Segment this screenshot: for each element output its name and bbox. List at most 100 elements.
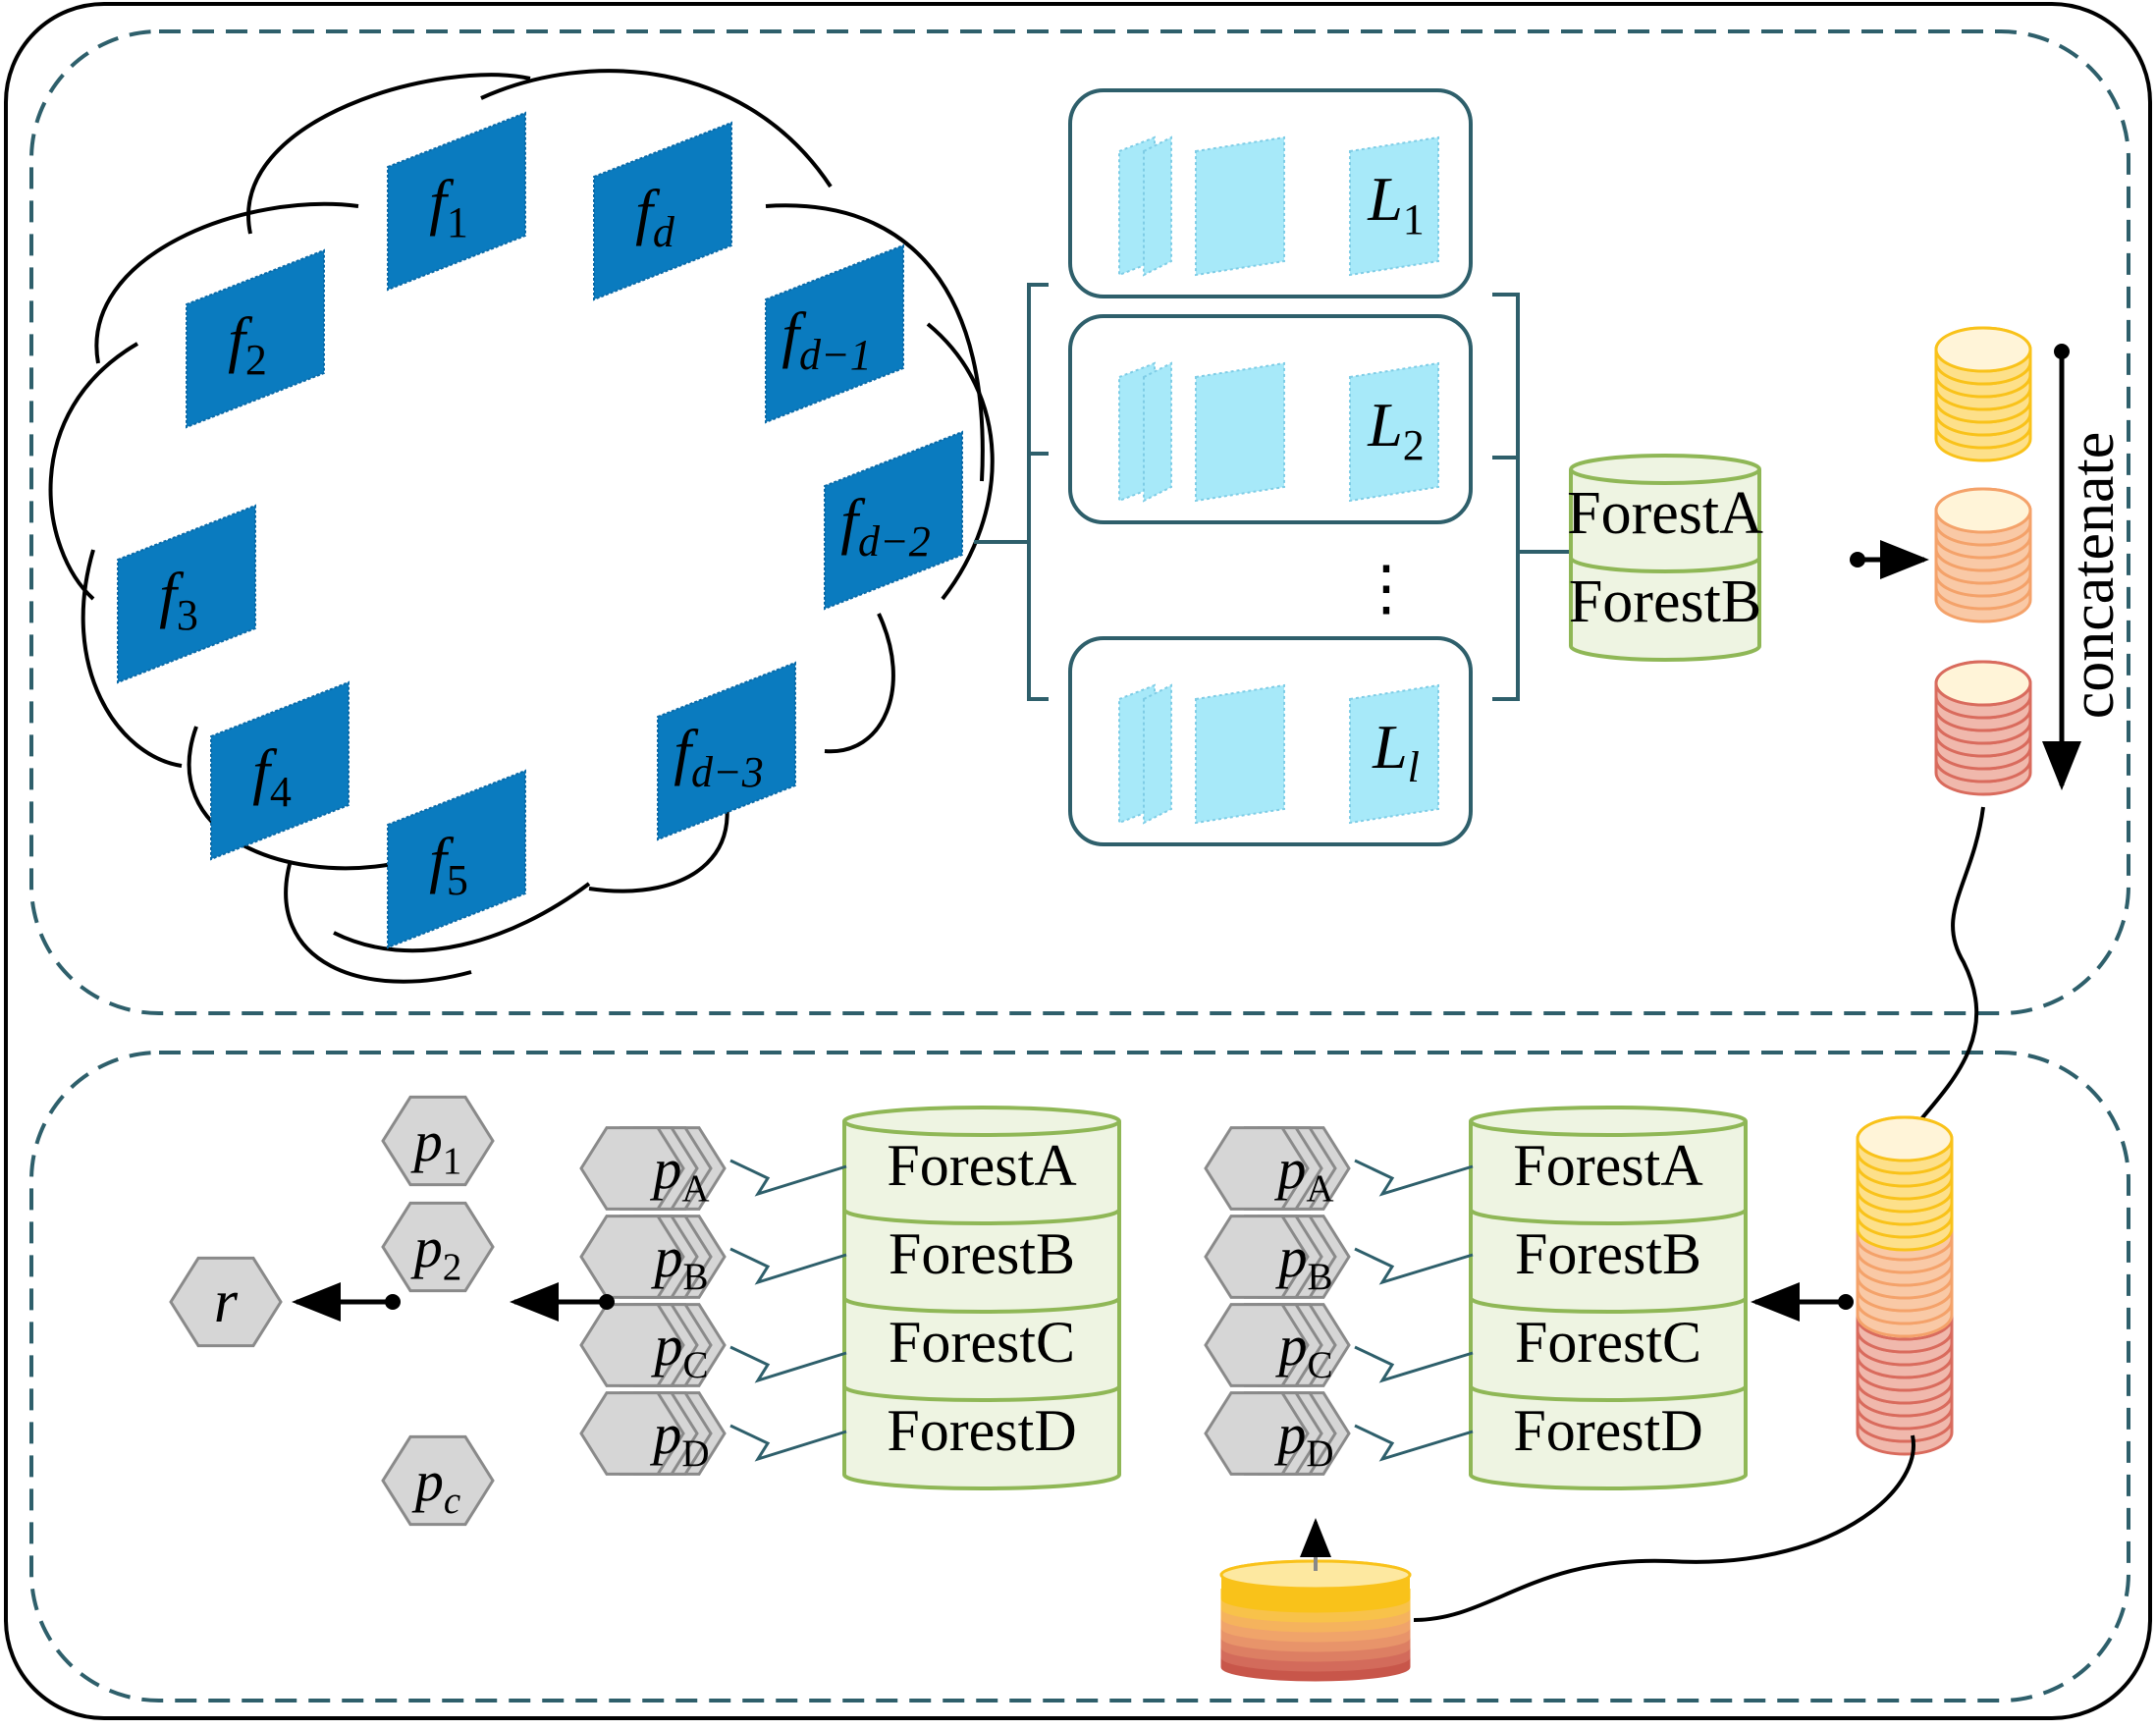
top-forest: ForestA ForestB [1567,454,1763,662]
red-stack [1934,660,2032,796]
output-label: r [214,1269,239,1335]
layer-label: L2 [1367,390,1425,469]
final-prob: p2 [381,1201,495,1293]
prob-hex [579,1391,685,1476]
prob-connector [1354,1247,1474,1285]
layer-slice [1143,683,1172,825]
prob-label: pA [649,1137,709,1210]
forest-label: ForestB [889,1221,1075,1286]
disc-wire [1413,1434,1915,1622]
forest-label: ForestB [1569,568,1761,635]
feature-tile [387,769,526,949]
final-prob-hex [381,1201,495,1293]
prob-hex [1204,1215,1310,1299]
prob-connector [729,1345,847,1383]
prob-hex [1204,1126,1310,1211]
forest-label: ForestC [1515,1310,1701,1375]
feature-tile [824,430,963,611]
prob-connector [1354,1345,1474,1383]
prob-label: pA [1273,1137,1333,1210]
combined-to-forest-arrow [1751,1282,1854,1322]
outer-frame [4,2,2152,1720]
forest-label: ForestA [1567,480,1763,547]
layer-slice [1143,361,1172,503]
stack-wire [1903,806,1985,1141]
feature-tile [117,504,256,684]
prob-connector [1354,1424,1474,1462]
prob-label: pB [1274,1225,1332,1298]
output-hex [169,1256,283,1348]
concatenate-stacks [1934,326,2032,796]
feature-tile [593,121,732,301]
prob-connector [1354,1159,1474,1197]
combined-yellow [1856,1115,1954,1252]
top-forest-cylinder: ForestA ForestB [1567,454,1763,662]
layer-label: L1 [1367,164,1425,243]
layers-bracket [974,283,1571,701]
final-probabilities: p1 p2 pc [381,1095,495,1527]
layer-label: Ll [1372,712,1420,791]
concatenate-arrow [2042,344,2081,790]
forest-label: ForestC [889,1310,1075,1375]
feature-label: fd−2 [840,486,930,566]
bottom-panel [29,1051,2130,1702]
orange-stack [1934,487,2032,623]
final-prob: p1 [381,1095,495,1187]
forest-label: ForestA [1513,1133,1702,1198]
layer-slice [1349,361,1439,503]
feature-tile [387,111,526,292]
feature-tile [210,680,350,861]
prob-hex-stack: pB [1204,1215,1474,1299]
yellow-stack [1934,326,2032,462]
prob-hex-stack: pB [579,1215,847,1299]
layer-slice [1143,135,1172,277]
prob-hex-stack: pD [579,1391,847,1476]
probs-to-output-arrow [292,1282,401,1322]
prob-hex [1204,1303,1310,1387]
final-prob-label: pc [411,1449,460,1522]
prob-hex-stack: pC [1204,1303,1474,1387]
flat-disc-stack [1219,1559,1412,1682]
prob-hex [579,1303,685,1387]
layer-box: L1 [1068,88,1473,298]
prob-hex-stack: pD [1204,1391,1474,1476]
final-prob-label: p1 [410,1109,462,1182]
top-forest-to-stack-arrow [1850,540,1929,579]
prob-hex-stack: pC [579,1303,847,1387]
prob-hex [579,1126,685,1211]
layer-slice [1195,135,1285,277]
final-prob-hex [381,1095,495,1187]
prob-connector [729,1247,847,1285]
bottom-combined-stack [1856,1115,1954,1456]
layer-slice [1195,361,1285,503]
feature-tile [186,248,325,429]
prob-label: pC [650,1314,708,1386]
prob-label: pD [649,1402,709,1475]
feature-tiles [117,111,963,949]
feature-tile [765,243,904,424]
forest-label: ForestD [1513,1398,1702,1463]
forest-label: ForestA [887,1133,1076,1198]
layer-box: L2 [1068,314,1473,524]
output-node: r [169,1256,283,1348]
forest-to-probs-arrow [510,1282,615,1322]
prob-label: pD [1273,1402,1333,1475]
prob-label: pB [650,1225,708,1298]
layer-slice [1349,683,1439,825]
prob-hex-stack: pA [579,1126,847,1211]
prob-hex [1204,1391,1310,1476]
prob-hex-stack: pA [1204,1126,1474,1211]
layer-slice [1195,683,1285,825]
final-prob-hex [381,1434,495,1527]
feature-label: fd−3 [674,717,763,796]
layer-slice [1349,135,1439,277]
final-prob-label: p2 [410,1216,462,1288]
prob-label: pC [1274,1314,1332,1386]
layers-ellipsis: ⋮ [1356,556,1417,622]
